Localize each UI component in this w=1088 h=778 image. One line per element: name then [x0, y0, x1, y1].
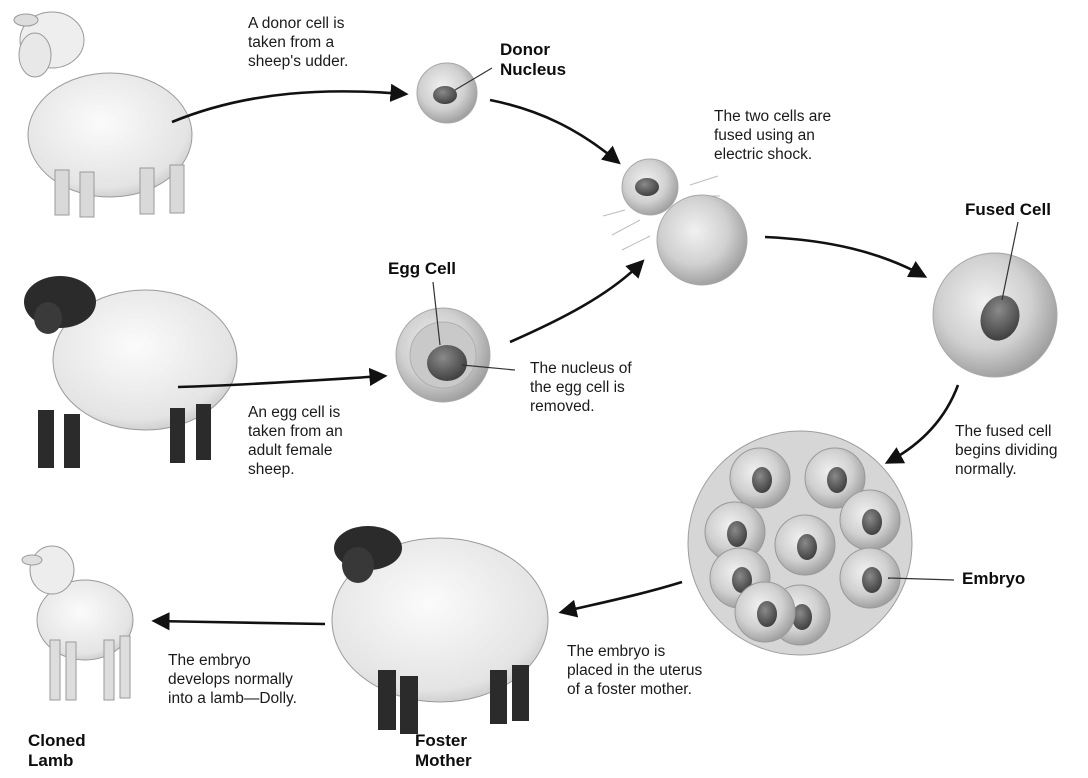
- embryo-cell-nucleus: [727, 521, 747, 547]
- label-egg-cell: Egg Cell: [388, 259, 456, 279]
- arrow-fuse-to-fused: [765, 237, 924, 276]
- cloned-lamb-icon: [22, 546, 133, 700]
- label-donor-nucleus: Donor Nucleus: [500, 40, 566, 80]
- label-foster-mother: Foster Mother: [415, 731, 472, 771]
- arrow-embryo-to-foster: [562, 582, 682, 612]
- caption-dividing: The fused cell begins dividing normally.: [955, 422, 1058, 479]
- embryo-cell-nucleus: [752, 467, 772, 493]
- egg-cell-icon: [396, 308, 490, 402]
- caption-placed: The embryo is placed in the uterus of a …: [567, 642, 702, 699]
- black-faced-sheep-icon: [24, 276, 237, 468]
- embryo-cell-nucleus: [757, 601, 777, 627]
- label-embryo: Embryo: [962, 569, 1025, 589]
- embryo-cell-nucleus: [862, 509, 882, 535]
- arrow-foster-to-lamb: [155, 621, 325, 624]
- caption-egg-taken: An egg cell is taken from an adult femal…: [248, 403, 343, 479]
- donor-cell-icon: [417, 63, 477, 123]
- embryo-cell-nucleus: [797, 534, 817, 560]
- white-sheep-icon: [14, 12, 192, 217]
- caption-develops: The embryo develops normally into a lamb…: [168, 651, 297, 708]
- caption-nucleus-removed: The nucleus of the egg cell is removed.: [530, 359, 632, 416]
- label-cloned-lamb: Cloned Lamb: [28, 731, 86, 771]
- arrow-fused-to-embryo: [888, 385, 958, 462]
- arrow-egg-to-fuse: [510, 262, 642, 342]
- arrow-donor-to-fuse: [490, 100, 618, 162]
- arrow-sheep-to-donor: [172, 91, 405, 122]
- embryo-cell-nucleus: [862, 567, 882, 593]
- label-fused-cell: Fused Cell: [965, 200, 1051, 220]
- embryo-icon: [688, 431, 912, 655]
- fused-cell-icon: [933, 253, 1057, 377]
- caption-donor-cell: A donor cell is taken from a sheep's udd…: [248, 14, 348, 71]
- embryo-cell-nucleus: [827, 467, 847, 493]
- caption-fused: The two cells are fused using an electri…: [714, 107, 831, 164]
- fusing-cells-icon: [603, 159, 747, 285]
- foster-mother-sheep-icon: [332, 526, 548, 734]
